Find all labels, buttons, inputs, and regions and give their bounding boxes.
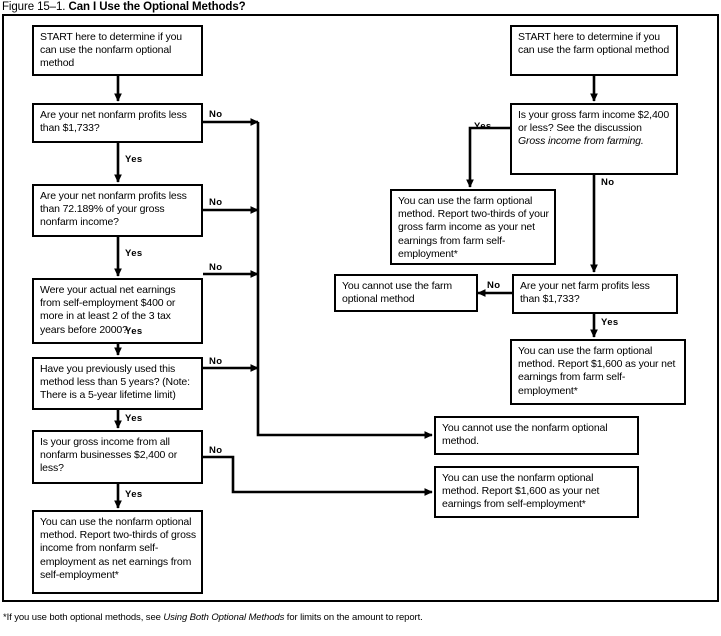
edge-label-yes-1: Yes [125, 154, 143, 165]
footnote-suffix: for limits on the amount to report. [284, 612, 423, 623]
edge-label-farm-profits-yes: Yes [601, 317, 619, 328]
figure-footnote: *If you use both optional methods, see U… [3, 612, 717, 624]
node-text: Are your net nonfarm profits less than $… [40, 109, 187, 135]
edge-label-no-1: No [209, 109, 223, 120]
node-nonfarm-question-1733: Are your net nonfarm profits less than $… [32, 103, 203, 143]
node-text: Is your gross income from all nonfarm bu… [40, 436, 178, 475]
edge-label-no-2: No [209, 197, 223, 208]
footnote-prefix: *If you use both optional methods, see [3, 612, 164, 623]
node-text: START here to determine if you can use t… [40, 31, 182, 70]
node-text: You can use the nonfarm optional method.… [40, 516, 196, 581]
node-nonfarm-cannot-use: You cannot use the nonfarm optional meth… [434, 416, 639, 455]
edge-label-no-3: No [209, 262, 223, 273]
edge-label-farm-no: No [601, 177, 615, 188]
node-text: START here to determine if you can use t… [518, 31, 670, 57]
node-farm-cannot-use: You cannot use the farm optional method [334, 274, 478, 312]
node-text: Are your net farm profits less than $1,7… [520, 280, 650, 306]
node-nonfarm-start: START here to determine if you can use t… [32, 25, 203, 76]
node-text-italic: Gross income from farming. [518, 135, 644, 148]
figure-number: Figure 15–1. [2, 1, 66, 13]
edge-label-yes-2: Yes [125, 248, 143, 259]
edge-label-farm-yes: Yes [474, 121, 492, 132]
node-text: You can use the farm optional method. Re… [398, 195, 549, 260]
node-farm-result-two-thirds: You can use the farm optional method. Re… [390, 189, 556, 265]
figure-caption: Figure 15–1. Can I Use the Optional Meth… [2, 0, 719, 14]
node-text: Were your actual net earnings from self-… [40, 284, 176, 336]
edge-label-yes-3: Yes [125, 326, 143, 337]
node-nonfarm-question-actual-earnings: Were your actual net earnings from self-… [32, 278, 203, 344]
edge-label-no-5: No [209, 445, 223, 456]
node-nonfarm-question-gross-income: Is your gross income from all nonfarm bu… [32, 430, 203, 484]
edge-label-yes-4: Yes [125, 413, 143, 424]
edge-label-no-4: No [209, 356, 223, 367]
node-farm-result-1600: You can use the farm optional method. Re… [510, 339, 686, 405]
node-text: You cannot use the farm optional method [342, 280, 452, 306]
edge-label-yes-5: Yes [125, 489, 143, 500]
node-text: You can use the nonfarm optional method.… [442, 472, 600, 511]
edge-label-farm-profits-no: No [487, 280, 501, 291]
node-text: You cannot use the nonfarm optional meth… [442, 422, 608, 448]
node-text: Are your net nonfarm profits less than 7… [40, 190, 187, 229]
node-farm-start: START here to determine if you can use t… [510, 25, 678, 76]
node-text: Have you previously used this method les… [40, 363, 190, 402]
footnote-italic-title: Using Both Optional Methods [163, 612, 285, 623]
node-farm-question-net-profits: Are your net farm profits less than $1,7… [512, 274, 678, 314]
figure-title: Can I Use the Optional Methods? [68, 1, 246, 13]
node-nonfarm-question-5-years: Have you previously used this method les… [32, 357, 203, 410]
node-text-part-1: Is your gross farm income $2,400 or less… [518, 109, 670, 135]
node-text: You can use the farm optional method. Re… [518, 345, 676, 397]
node-farm-question-gross-income: Is your gross farm income $2,400 or less… [510, 103, 678, 175]
node-nonfarm-result-two-thirds: You can use the nonfarm optional method.… [32, 510, 203, 594]
diagram-frame [2, 14, 719, 602]
node-nonfarm-result-1600: You can use the nonfarm optional method.… [434, 466, 639, 518]
node-nonfarm-question-72189: Are your net nonfarm profits less than 7… [32, 184, 203, 237]
